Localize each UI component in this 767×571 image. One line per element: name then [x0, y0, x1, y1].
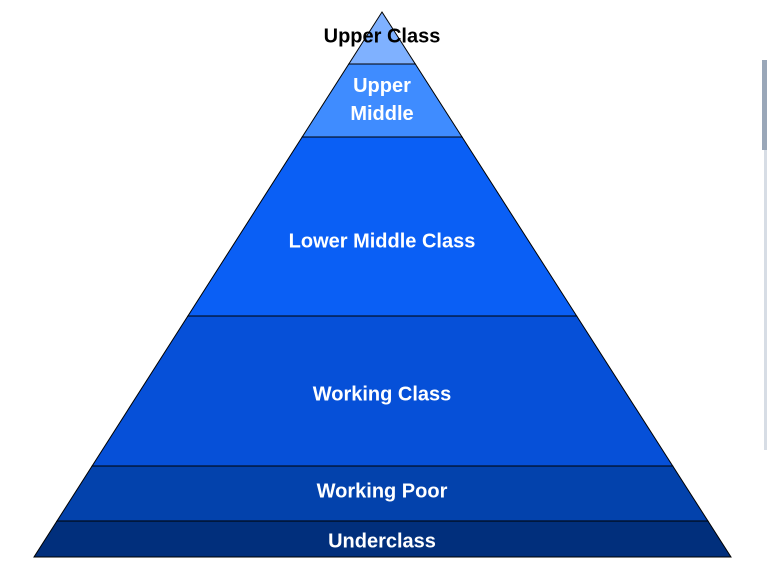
window-edge-strip [764, 150, 767, 450]
tier-label-3: Working Class [313, 383, 452, 405]
tier-label-5: Underclass [328, 530, 436, 552]
tier-label-4: Working Poor [317, 480, 448, 502]
window-edge-bar [762, 60, 767, 150]
pyramid-tier-5 [33, 520, 732, 558]
tier-label-2: Lower Middle Class [289, 230, 476, 252]
tier-label-0: Upper Class [324, 25, 441, 47]
pyramid-tier-2 [186, 136, 578, 317]
